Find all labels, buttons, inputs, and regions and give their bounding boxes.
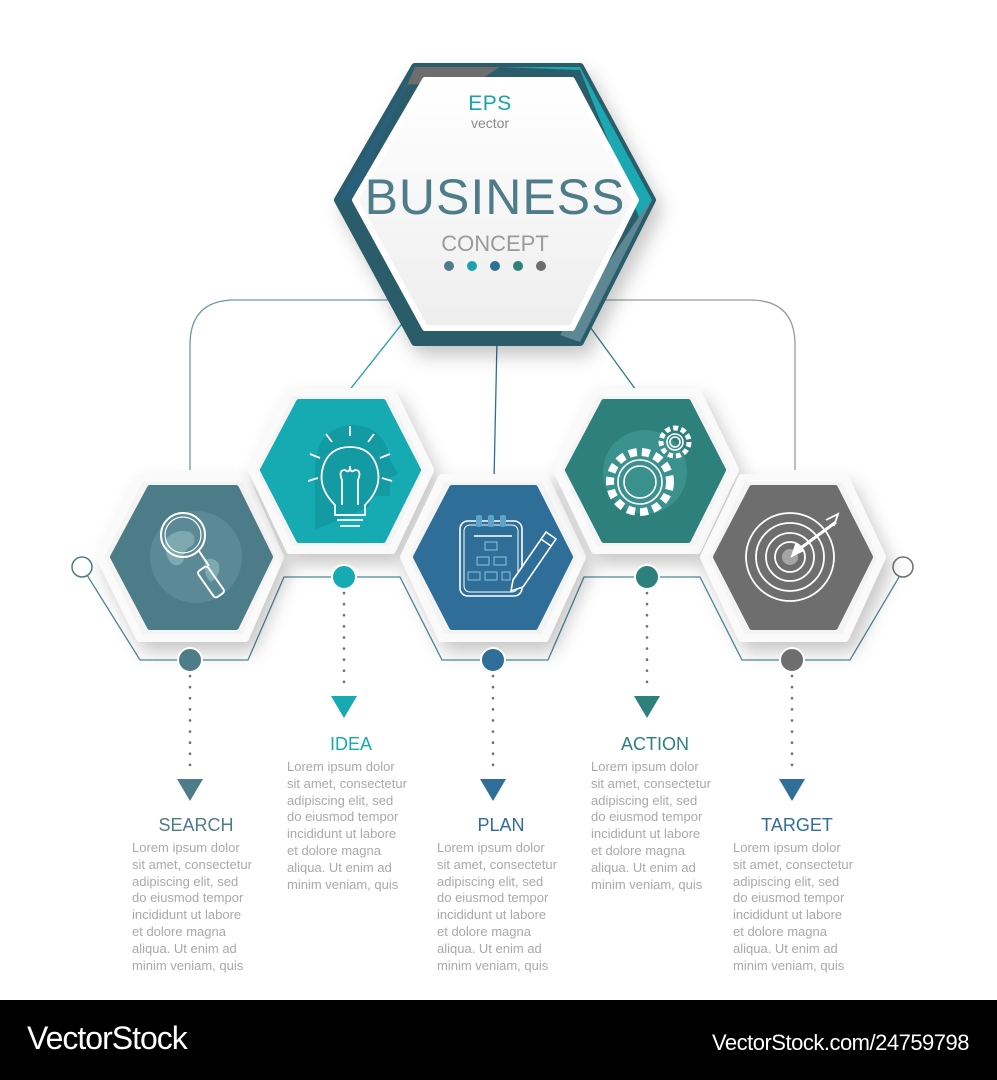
step-description: Lorem ipsum dolor sit amet, consectetur … <box>733 840 853 973</box>
eps-label: EPS <box>468 92 512 115</box>
planner-pencil-icon <box>459 515 558 597</box>
gears-icon <box>603 425 692 516</box>
center-dots <box>444 261 546 271</box>
vector-label: vector <box>470 115 510 131</box>
diagram-graphics <box>71 63 914 801</box>
main-subtitle: CONCEPT <box>441 231 549 256</box>
center-hexagon <box>334 63 656 346</box>
step-idea: IDEA Lorem ipsum dolor sit amet, consect… <box>281 734 421 893</box>
footer-image-id: VectorStock.com/24759798 <box>711 1030 970 1055</box>
step-target: TARGET Lorem ipsum dolor sit amet, conse… <box>727 815 867 974</box>
watermark-footer: VectorStock VectorStock.com/24759798 <box>0 1000 997 1080</box>
main-title: BUSINESS <box>364 169 626 225</box>
step-search: SEARCH Lorem ipsum dolor sit amet, conse… <box>126 815 266 974</box>
step-description: Lorem ipsum dolor sit amet, consectetur … <box>591 759 711 892</box>
search-arrow-icon <box>177 779 203 801</box>
step-description: Lorem ipsum dolor sit amet, consectetur … <box>437 840 557 973</box>
step-action: ACTION Lorem ipsum dolor sit amet, conse… <box>585 734 725 893</box>
target-arrow-head-icon <box>779 779 805 801</box>
globe-magnifier-icon <box>150 511 242 603</box>
step-title: ACTION <box>620 734 689 754</box>
infographic-canvas: EPS vector BUSINESS CONCEPT SEARCH Lorem… <box>71 63 914 974</box>
step-plan: PLAN Lorem ipsum dolor sit amet, consect… <box>431 815 571 974</box>
node-circles <box>177 564 805 673</box>
step-title: PLAN <box>477 815 525 835</box>
arrow-heads <box>177 696 805 801</box>
step-title: IDEA <box>329 734 372 754</box>
step-title: SEARCH <box>158 815 234 835</box>
plan-hexagon <box>400 474 586 642</box>
step-description: Lorem ipsum dolor sit amet, consectetur … <box>132 840 252 973</box>
plan-arrow-icon <box>480 779 506 801</box>
step-description: Lorem ipsum dolor sit amet, consectetur … <box>287 759 407 892</box>
action-arrow-icon <box>634 696 660 718</box>
step-title: TARGET <box>761 815 833 835</box>
right-end-circle <box>892 556 914 578</box>
idea-arrow-icon <box>331 696 357 718</box>
footer-brand: VectorStock <box>27 1020 188 1056</box>
target-arrow-icon <box>745 512 840 602</box>
lightbulb-head-icon <box>307 425 398 530</box>
left-end-circle <box>71 556 93 578</box>
